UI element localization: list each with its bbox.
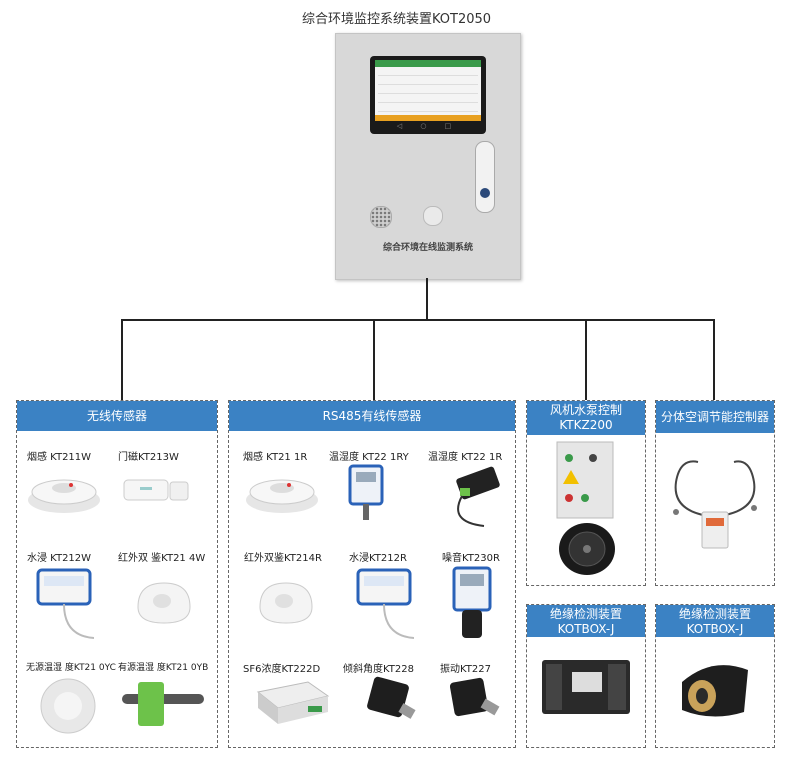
panel-insulation-1-title-line2: KOTBOX-J <box>557 622 615 636</box>
panel-insulation-2-title-line2: KOTBOX-J <box>686 622 744 636</box>
cabinet-label: 综合环境在线监测系统 <box>382 243 473 253</box>
infrared-sensor-icon <box>137 582 191 624</box>
fan-icon <box>559 523 615 575</box>
insulation-monitor-icon <box>682 665 748 717</box>
connector-horizontal <box>121 319 715 321</box>
panel-insulation-2-header: 绝缘检测装置 KOTBOX-J <box>656 605 774 637</box>
sf6-sensor-icon <box>256 681 330 724</box>
connector-drop-rs485 <box>373 319 375 400</box>
monitoring-cabinet: ◁ ○ □ 综合环境在线监测系统 <box>335 33 521 280</box>
item-label: 烟感 KT21 1R <box>243 452 308 463</box>
smoke-detector-icon <box>246 479 318 513</box>
item-label: 有源温湿 度KT21 0YB <box>118 663 209 673</box>
connector-drop-wireless <box>121 319 123 400</box>
temperature-humidity-sensor-icon <box>40 678 96 734</box>
touch-screen: ◁ ○ □ <box>370 56 486 134</box>
item-label: SF6浓度KT222D <box>243 664 321 675</box>
control-cabinet-icon <box>556 441 614 519</box>
smoke-detector-icon <box>28 479 100 513</box>
infrared-sensor-icon <box>259 582 313 624</box>
panel-insulation-1-title-line1: 绝缘检测装置 <box>549 607 622 621</box>
noise-sensor-icon <box>452 566 492 638</box>
item-label: 噪音KT230R <box>442 553 500 564</box>
door-handle <box>475 141 495 213</box>
diagram-title: 综合环境监控系统装置KOT2050 <box>301 12 492 27</box>
temperature-humidity-sensor-icon <box>122 682 204 726</box>
panel-fan-title-line2: KTKZ200 <box>559 418 613 432</box>
sensor-knob <box>423 206 443 226</box>
panel-rs485-header: RS485有线传感器 <box>229 401 515 431</box>
panel-insulation-2-title-line1: 绝缘检测装置 <box>678 607 751 621</box>
connector-drop-ac <box>713 319 715 400</box>
item-label: 温湿度 KT22 1RY <box>329 452 409 463</box>
screen-nav-icons: ◁ ○ □ <box>396 122 460 130</box>
door-sensor-icon <box>123 479 189 501</box>
water-sensor-icon <box>356 568 414 639</box>
connector-vertical-main <box>426 278 428 320</box>
temperature-humidity-sensor-icon <box>348 464 384 520</box>
speaker-icon <box>370 206 392 228</box>
item-label: 振动KT227 <box>440 664 491 675</box>
panel-insulation-2: 绝缘检测装置 KOTBOX-J <box>655 604 775 748</box>
panel-fan-title-line1: 风机水泵控制 <box>549 403 622 417</box>
temperature-humidity-sensor-icon <box>456 466 500 527</box>
item-label: 烟感 KT211W <box>27 452 92 463</box>
connector-drop-fan <box>585 319 587 400</box>
water-sensor-icon <box>36 568 94 639</box>
panel-ac-controller: 分体空调节能控制器 <box>655 400 775 586</box>
item-label: 倾斜角度KT228 <box>343 664 414 675</box>
panel-fan-header: 风机水泵控制 KTKZ200 <box>527 401 645 435</box>
ac-controller-icon <box>673 460 757 549</box>
item-label: 门磁KT213W <box>118 452 179 463</box>
insulation-monitor-icon <box>542 660 630 714</box>
tilt-sensor-icon <box>367 676 416 719</box>
vibration-sensor-icon <box>449 677 500 717</box>
item-label: 水浸KT212R <box>349 553 407 564</box>
panel-insulation-1-header: 绝缘检测装置 KOTBOX-J <box>527 605 645 637</box>
item-label: 水浸 KT212W <box>27 553 92 564</box>
item-label: 无源温湿 度KT21 0YC <box>26 663 116 673</box>
item-label: 红外双鉴KT214R <box>244 553 322 564</box>
panel-ac-header: 分体空调节能控制器 <box>656 401 774 433</box>
item-label: 温湿度 KT22 1R <box>428 452 503 463</box>
panel-wireless-header: 无线传感器 <box>17 401 217 431</box>
item-label: 红外双 鉴KT21 4W <box>118 553 206 564</box>
